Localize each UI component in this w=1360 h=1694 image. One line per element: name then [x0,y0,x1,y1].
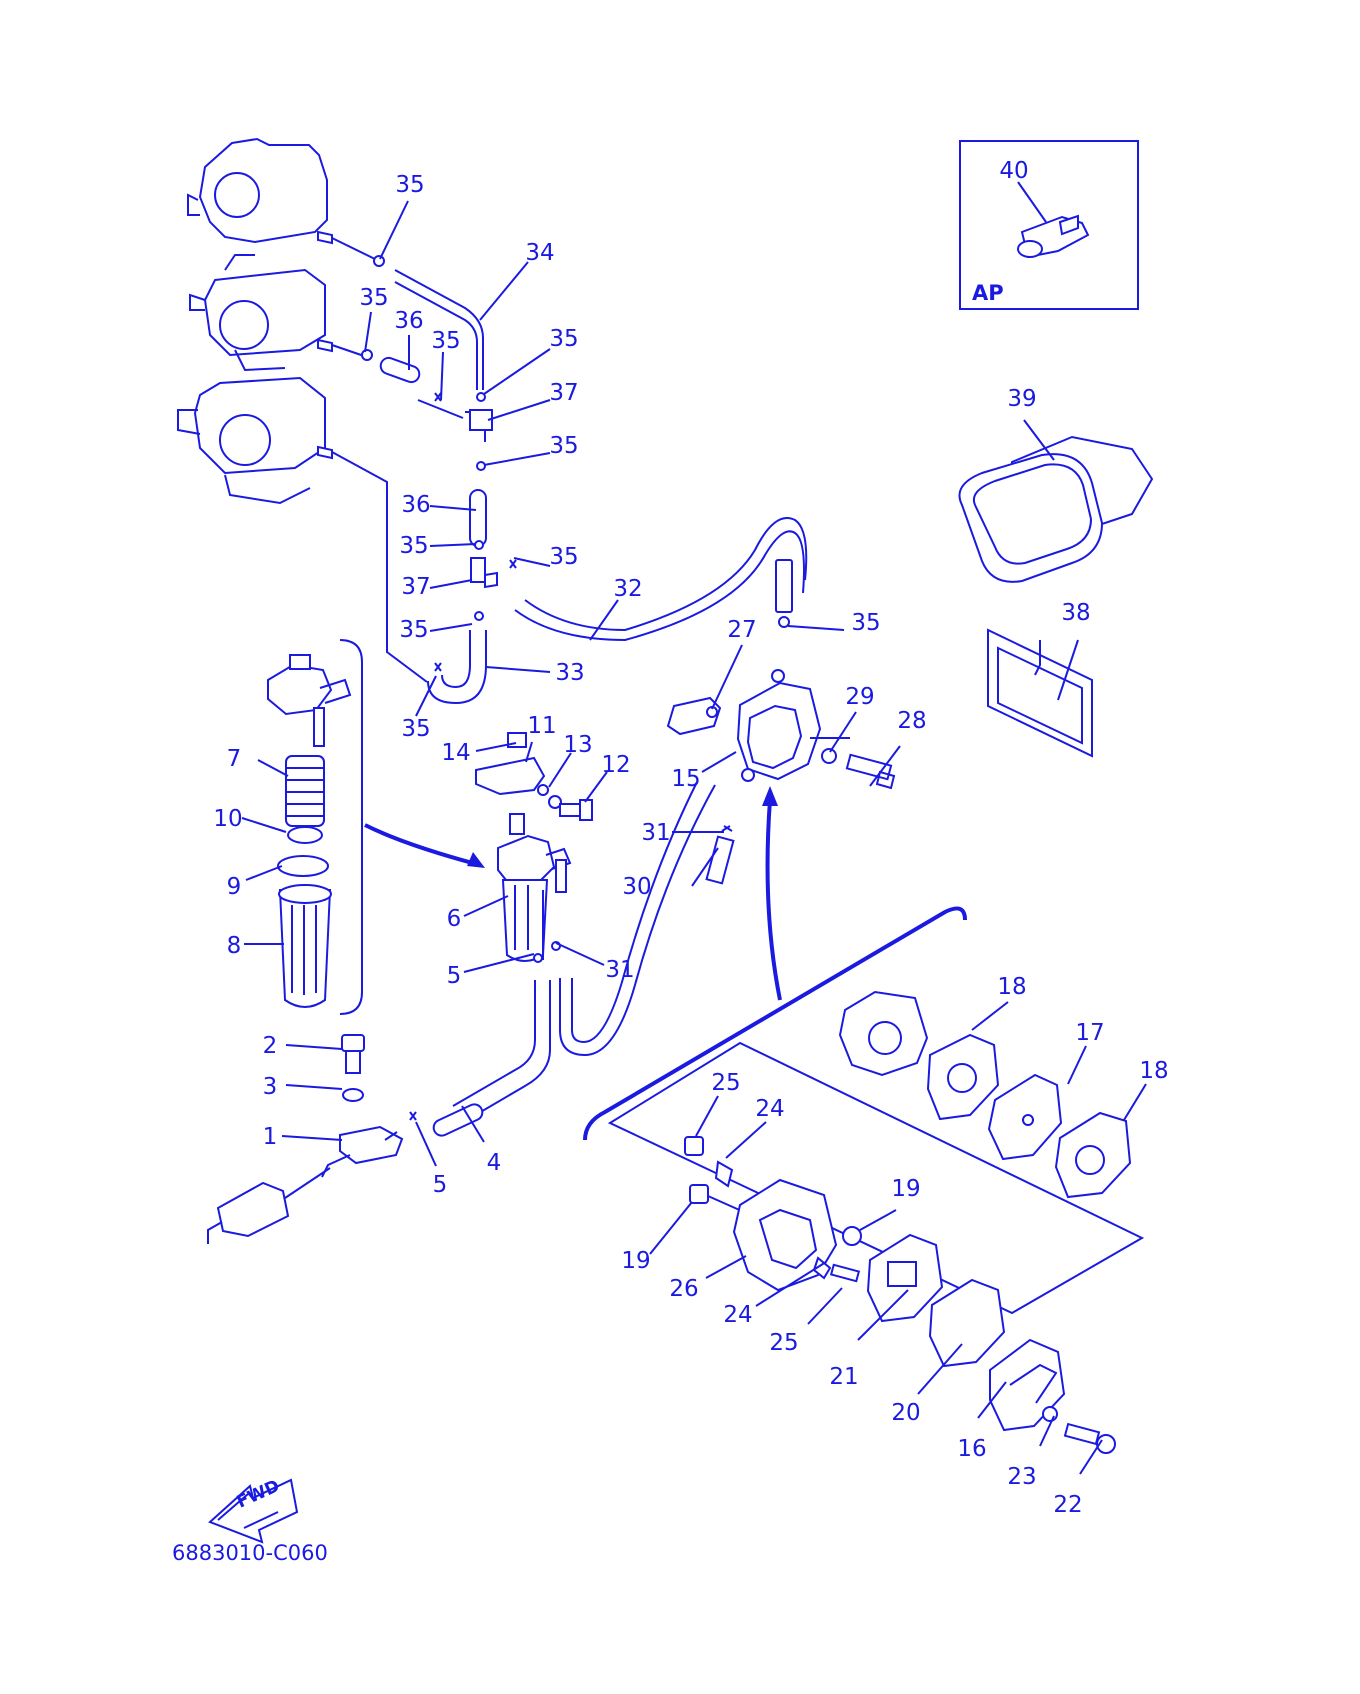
callout-17: 17 [1075,1020,1104,1046]
callout-11: 11 [527,713,556,739]
lower-fuel-hoses [409,781,735,1137]
callout-35: 35 [851,610,880,636]
callout-22: 22 [1053,1492,1082,1518]
callout-32: 32 [613,576,642,602]
diagram-code: 6883010-C060 [172,1541,328,1565]
callout-16: 16 [957,1436,986,1462]
callout-35: 35 [401,716,430,742]
cover-part-39 [958,435,1154,583]
callout-35: 35 [399,617,428,643]
callout-31: 31 [641,820,670,846]
carburetor-assembly [177,137,333,505]
filter-bracket [475,732,593,821]
fuel-hose-network [331,237,808,705]
callout-4: 4 [487,1150,502,1176]
callout-13: 13 [563,732,592,758]
callout-35: 35 [549,433,578,459]
callout-27: 27 [727,617,756,643]
callout-26: 26 [669,1276,698,1302]
callout-35: 35 [549,544,578,570]
assembly-arrow [364,823,481,867]
callout-35: 35 [395,172,424,198]
fuel-pump-assembly [666,669,896,790]
inset-box-ap [959,140,1139,310]
callout-37: 37 [401,574,430,600]
callout-7: 7 [227,746,242,772]
pump-assembly-arrowhead [762,786,778,806]
callout-19: 19 [891,1176,920,1202]
callout-29: 29 [845,684,874,710]
label-part-38 [987,628,1093,758]
callout-34: 34 [525,240,554,266]
callout-28: 28 [897,708,926,734]
callout-24: 24 [755,1096,784,1122]
callout-37: 37 [549,380,578,406]
callout-25: 25 [769,1330,798,1356]
callout-38: 38 [1061,600,1090,626]
callout-3: 3 [263,1074,278,1100]
pump-body-exploded [684,1136,1116,1454]
callout-35: 35 [399,533,428,559]
leader-lines [241,181,1147,1475]
callout-21: 21 [829,1364,858,1390]
callout-1: 1 [263,1124,278,1150]
pump-assembly-arrow [765,799,782,1001]
callout-10: 10 [213,806,242,832]
callout-numbers: 35 34 35 36 35 35 37 35 36 35 35 37 32 3… [213,158,1168,1518]
callout-2: 2 [263,1033,278,1059]
callout-35: 35 [431,328,460,354]
callout-9: 9 [227,874,242,900]
callout-8: 8 [227,933,242,959]
callout-15: 15 [671,766,700,792]
fwd-arrow [208,1478,299,1544]
callout-18: 18 [1139,1058,1168,1084]
callout-31: 31 [605,957,634,983]
callout-35: 35 [549,326,578,352]
callout-6: 6 [447,906,462,932]
callout-5: 5 [447,963,462,989]
callout-24: 24 [723,1302,752,1328]
fuel-filter-body [497,813,572,962]
callout-20: 20 [891,1400,920,1426]
callout-12: 12 [601,752,630,778]
callout-19: 19 [621,1248,650,1274]
callout-30: 30 [622,874,651,900]
assembly-arrowhead [467,852,485,868]
callout-36: 36 [394,308,423,334]
callout-5: 5 [433,1172,448,1198]
callout-33: 33 [555,660,584,686]
callout-40: 40 [999,158,1028,184]
callout-35: 35 [359,285,388,311]
callout-23: 23 [1007,1464,1036,1490]
fuel-filter-assembly [267,639,363,1015]
callout-25: 25 [711,1070,740,1096]
pump-parts-bracket [583,906,967,1141]
callout-18: 18 [997,974,1026,1000]
callout-36: 36 [401,492,430,518]
inset-label: AP [972,281,1004,305]
callout-39: 39 [1007,386,1036,412]
callout-14: 14 [441,740,470,766]
pump-diaphragm-set [607,990,1145,1315]
fuel-joint-parts [207,1034,404,1244]
